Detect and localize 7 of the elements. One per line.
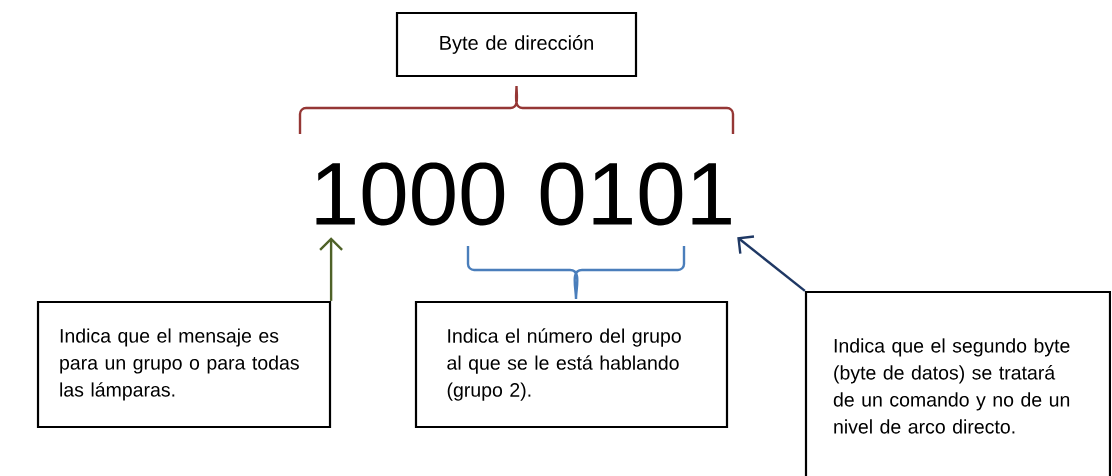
note-box: Indica que el mensaje es para un grupo o para todas las lámparas. (36, 300, 332, 429)
binary-number: 1000 0101 (316, 162, 731, 226)
note-box: Indica el número del grupo al que se le está hablando (grupo 2). (414, 300, 729, 429)
label-box: Byte de dirección (395, 11, 638, 78)
arrow (319, 237, 343, 301)
note-box: Indica que el segundo byte (byte de datos) se tratará de un comando y no de un nivel de arco directo. (804, 290, 1112, 476)
arrow (737, 235, 806, 292)
